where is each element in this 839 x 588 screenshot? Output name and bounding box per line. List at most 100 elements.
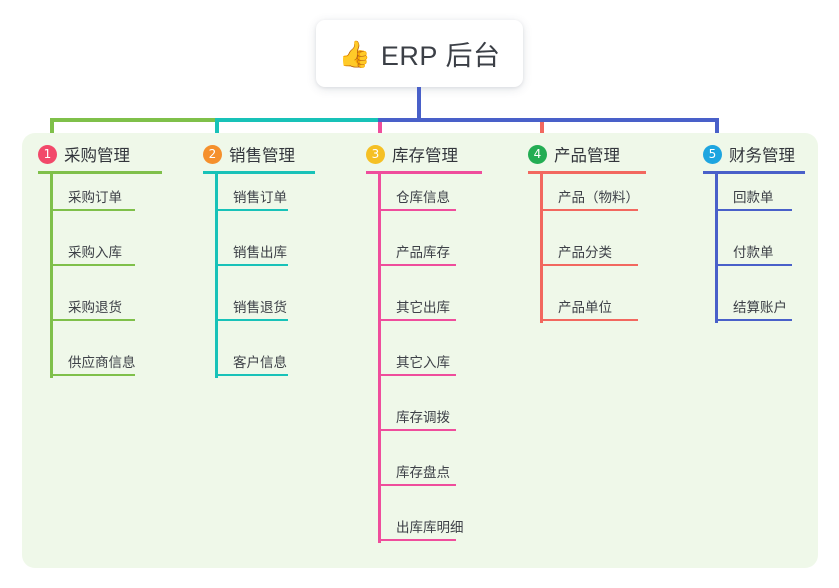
branch-header-4[interactable]: 4 产品管理 <box>528 142 620 166</box>
leaf-item-label: 供应商信息 <box>68 355 136 370</box>
branch-header-rule <box>38 171 162 174</box>
leaf-item-rule <box>378 264 456 266</box>
leaf-item-label: 销售订单 <box>233 190 287 205</box>
root-connector-bar <box>378 118 719 122</box>
leaf-item[interactable]: 产品（物料） <box>540 181 639 211</box>
leaf-item-label: 采购入库 <box>68 245 122 260</box>
leaf-item-label: 库存调拨 <box>396 410 450 425</box>
branch-column-2: 2 销售管理销售订单销售出库销售退货客户信息 <box>203 133 355 568</box>
leaf-item[interactable]: 库存调拨 <box>378 401 456 431</box>
leaf-item-rule <box>50 319 135 321</box>
branch-column-5: 5 财务管理回款单付款单结算账户 <box>703 133 839 568</box>
leaf-item[interactable]: 供应商信息 <box>50 346 136 376</box>
leaf-item[interactable]: 其它入库 <box>378 346 456 376</box>
leaf-item-rule <box>378 539 456 541</box>
root-connector <box>417 87 421 122</box>
leaf-item-label: 产品库存 <box>396 245 450 260</box>
leaf-item[interactable]: 销售出库 <box>215 236 288 266</box>
leaf-item-rule <box>715 264 792 266</box>
leaf-item-rule <box>50 264 135 266</box>
branches-panel: 1 采购管理采购订单采购入库采购退货供应商信息 2 销售管理销售订单销售出库销售退货客… <box>22 133 818 568</box>
thumbs-up-icon: 👍 <box>338 38 371 69</box>
branch-header-rule <box>203 171 315 174</box>
leaf-item-label: 销售出库 <box>233 245 287 260</box>
branch-spine <box>378 174 381 543</box>
leaf-item-rule <box>215 264 288 266</box>
leaf-item-label: 其它入库 <box>396 355 450 370</box>
leaf-item[interactable]: 产品库存 <box>378 236 456 266</box>
leaf-item[interactable]: 结算账户 <box>715 291 792 321</box>
branch-header-rule <box>528 171 646 174</box>
leaf-item-rule <box>378 429 456 431</box>
leaf-item-rule <box>215 319 288 321</box>
leaf-item[interactable]: 回款单 <box>715 181 792 211</box>
branch-drop-3 <box>378 118 382 147</box>
branch-spine <box>215 174 218 378</box>
branch-title: 销售管理 <box>229 147 295 165</box>
leaf-item-label: 库存盘点 <box>396 465 450 480</box>
leaf-item[interactable]: 客户信息 <box>215 346 288 376</box>
leaf-item[interactable]: 产品单位 <box>540 291 638 321</box>
leaf-item[interactable]: 采购订单 <box>50 181 135 211</box>
leaf-item-rule <box>715 319 792 321</box>
branch-number-badge: 4 <box>528 144 547 164</box>
leaf-item-rule <box>540 209 638 211</box>
leaf-item-label: 付款单 <box>733 245 774 260</box>
leaf-item-rule <box>540 319 638 321</box>
branch-header-1[interactable]: 1 采购管理 <box>38 142 130 166</box>
leaf-item[interactable]: 仓库信息 <box>378 181 456 211</box>
branch-number-badge: 2 <box>203 144 222 164</box>
leaf-item-label: 产品（物料） <box>558 190 639 205</box>
leaf-item-label: 其它出库 <box>396 300 450 315</box>
leaf-item[interactable]: 销售退货 <box>215 291 288 321</box>
branch-drop-1 <box>50 118 54 147</box>
root-node-label: ERP 后台 <box>380 41 501 71</box>
leaf-item[interactable]: 出库库明细 <box>378 511 464 541</box>
branch-connector-1 <box>50 118 219 122</box>
branch-spine <box>540 174 543 323</box>
leaf-item[interactable]: 采购入库 <box>50 236 135 266</box>
leaf-item-rule <box>378 374 456 376</box>
leaf-item-rule <box>215 374 288 376</box>
leaf-item-label: 出库库明细 <box>396 520 464 535</box>
branch-title: 财务管理 <box>729 147 795 165</box>
branch-header-rule <box>366 171 482 174</box>
leaf-item-label: 客户信息 <box>233 355 287 370</box>
leaf-item[interactable]: 其它出库 <box>378 291 456 321</box>
branch-connector-2 <box>215 118 382 122</box>
branch-header-rule <box>703 171 805 174</box>
branch-drop-2 <box>215 118 219 147</box>
leaf-item[interactable]: 产品分类 <box>540 236 638 266</box>
leaf-item-rule <box>50 374 135 376</box>
leaf-item-label: 回款单 <box>733 190 774 205</box>
branch-title: 库存管理 <box>392 147 458 165</box>
leaf-item-rule <box>540 264 638 266</box>
leaf-item[interactable]: 销售订单 <box>215 181 288 211</box>
branch-number-badge: 5 <box>703 144 722 164</box>
leaf-item-label: 产品单位 <box>558 300 612 315</box>
branch-drop-5 <box>715 118 719 147</box>
leaf-item-label: 采购退货 <box>68 300 122 315</box>
leaf-item[interactable]: 库存盘点 <box>378 456 456 486</box>
leaf-item-rule <box>715 209 792 211</box>
root-node[interactable]: 👍 ERP 后台 <box>316 20 523 87</box>
branch-title: 采购管理 <box>64 147 130 165</box>
branch-drop-4 <box>540 118 544 147</box>
branch-spine <box>50 174 53 378</box>
branch-title: 产品管理 <box>554 147 620 165</box>
leaf-item-rule <box>50 209 135 211</box>
leaf-item-label: 仓库信息 <box>396 190 450 205</box>
leaf-item[interactable]: 采购退货 <box>50 291 135 321</box>
branch-column-1: 1 采购管理采购订单采购入库采购退货供应商信息 <box>38 133 202 568</box>
leaf-item-rule <box>378 484 456 486</box>
branch-number-badge: 1 <box>38 144 57 164</box>
leaf-item-label: 采购订单 <box>68 190 122 205</box>
leaf-item[interactable]: 付款单 <box>715 236 792 266</box>
leaf-item-label: 销售退货 <box>233 300 287 315</box>
branch-column-4: 4 产品管理产品（物料） 产品分类产品单位 <box>528 133 686 568</box>
branch-header-2[interactable]: 2 销售管理 <box>203 142 295 166</box>
branch-header-5[interactable]: 5 财务管理 <box>703 142 795 166</box>
